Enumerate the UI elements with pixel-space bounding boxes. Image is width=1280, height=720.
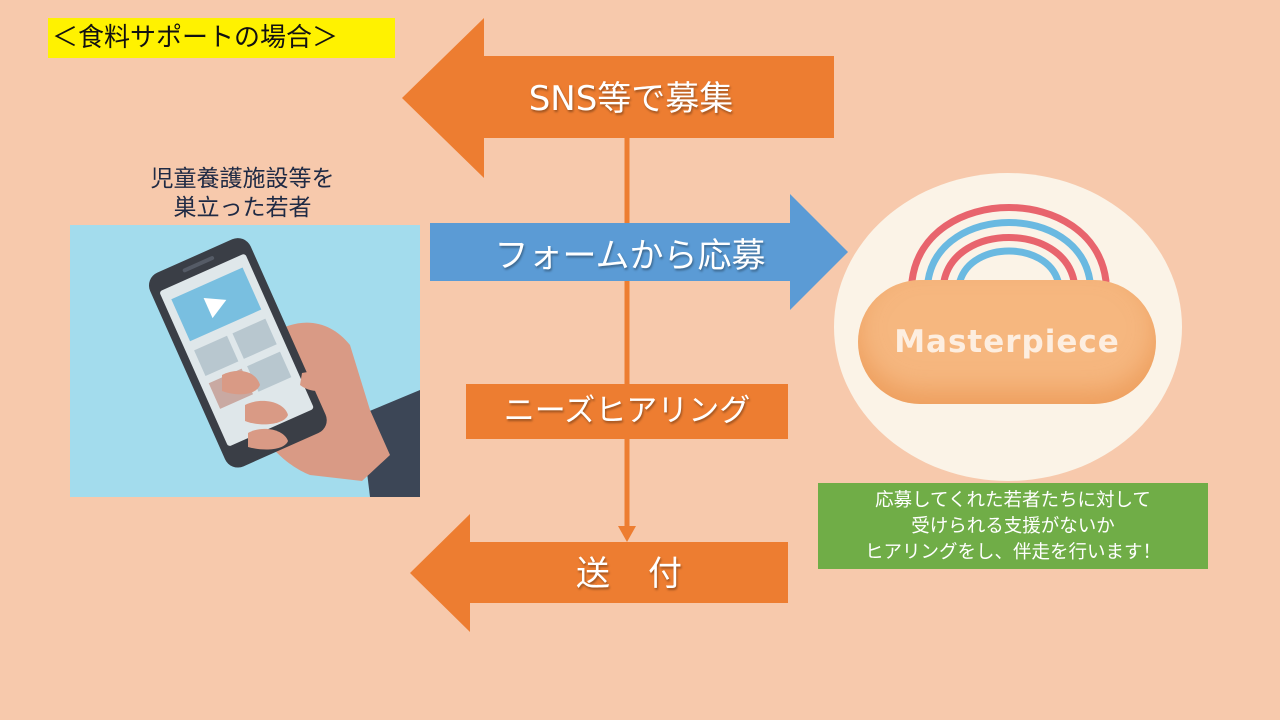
support-note: 応募してくれた若者たちに対して 受けられる支援がないか ヒアリングをし、伴走を行…	[818, 483, 1208, 569]
recruit-label: SNS等で募集	[528, 79, 734, 119]
youth-label-line1: 児童養護施設等を	[150, 166, 335, 192]
send-arrow	[410, 514, 788, 632]
support-note-line3: ヒアリングをし、伴走を行います！	[864, 542, 1161, 563]
send-label: 送 付	[576, 554, 684, 594]
youth-label-line2: 巣立った若者	[173, 195, 312, 221]
flow-connector-arrowhead	[618, 526, 636, 542]
youth-label: 児童養護施設等を 巣立った若者	[100, 165, 385, 223]
smartphone-in-hand-icon	[148, 238, 420, 497]
phone-illustration	[70, 225, 420, 497]
apply-arrow	[430, 194, 848, 310]
page-title: ＜食料サポートの場合＞	[48, 18, 395, 58]
support-note-line2: 受けられる支援がないか	[911, 516, 1115, 537]
org-logo-text: Masterpiece	[894, 324, 1120, 360]
apply-label: フォームから応募	[494, 236, 766, 276]
org-logo-badge	[858, 280, 1156, 404]
recruit-arrow	[402, 18, 834, 178]
rainbow-icon	[908, 204, 1110, 285]
hearing-label: ニーズヒアリング	[466, 384, 788, 439]
support-note-line1: 応募してくれた若者たちに対して	[875, 490, 1151, 511]
